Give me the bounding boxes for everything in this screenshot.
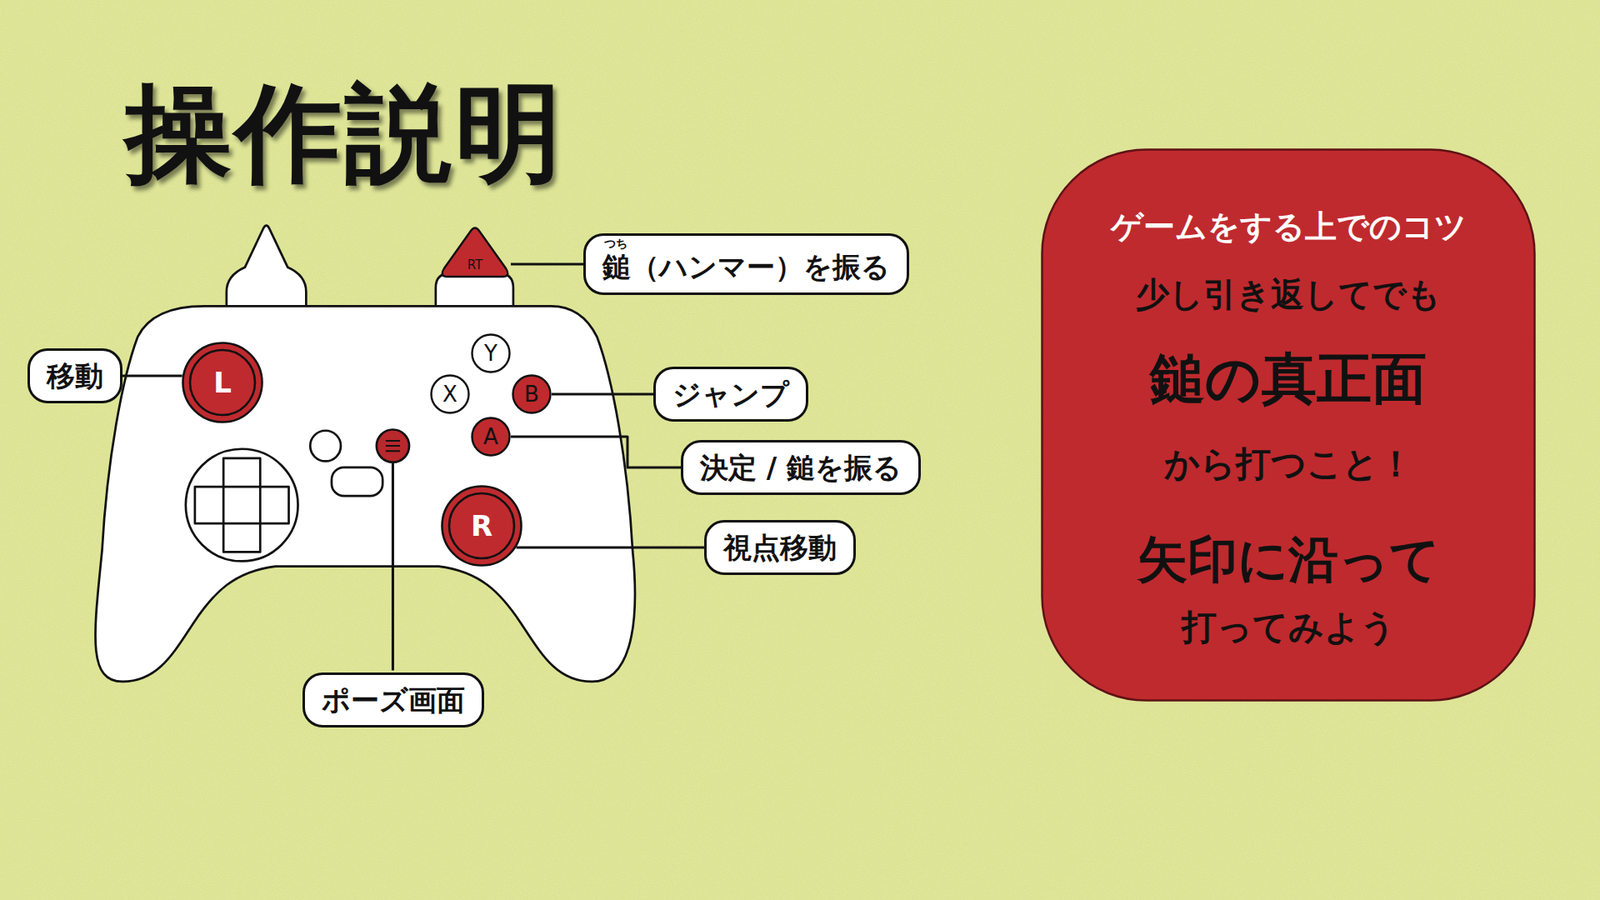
callout-text: 移動	[46, 357, 104, 395]
trigger-label: RT	[467, 259, 484, 272]
callout-box: つち鎚（ハンマー）を振る	[583, 233, 910, 295]
callout-text: ジャンプ	[672, 375, 790, 413]
stick-cap	[449, 493, 515, 559]
stick-cap	[190, 350, 255, 415]
dpad-ring	[185, 449, 299, 562]
menu-icon	[385, 440, 400, 451]
face-button: X	[430, 374, 470, 415]
share-button	[331, 467, 383, 496]
tip-line: 矢印に沿って	[1040, 529, 1536, 590]
button-circle	[472, 418, 510, 456]
button-circle	[513, 375, 551, 414]
dpad-lines	[223, 486, 260, 524]
tips-panel: ゲームをする上でのコツ少し引き返してでも鎚の真正面から打つこと！ 矢印に沿って打っ…	[1040, 148, 1536, 702]
title-holder: 操作説明	[125, 71, 565, 195]
callout-box: 移動	[27, 348, 123, 404]
right-stick: R	[440, 485, 523, 567]
right-bumper	[435, 273, 514, 306]
leader-line	[516, 546, 705, 550]
face-button: B	[511, 374, 552, 415]
face-button: Y	[470, 333, 511, 374]
left-bumper	[226, 225, 307, 307]
page-title: 操作説明	[125, 71, 565, 195]
callout-box: 決定 / 鎚を振る	[680, 440, 921, 495]
trigger-shape	[442, 228, 509, 278]
callout-box: ポーズ画面	[302, 672, 485, 728]
left-stick: L	[181, 341, 264, 424]
tip-line: 少し引き返してでも	[1040, 274, 1536, 315]
callout-box: ジャンプ	[653, 366, 809, 422]
face-button: A	[470, 416, 511, 457]
tip-line: 打ってみよう	[1040, 606, 1536, 649]
callout-text: 視点移動	[723, 529, 837, 566]
ruby-reading: つち	[604, 237, 628, 250]
leader-line	[510, 436, 681, 468]
dpad	[195, 458, 290, 553]
stick-ring	[442, 486, 522, 566]
controller-body	[95, 305, 635, 682]
button-letter: R	[470, 511, 493, 540]
button-letter: A	[483, 425, 499, 448]
tip-line: 鎚の真正面	[1040, 345, 1536, 412]
button-letter: X	[442, 383, 458, 405]
callout-text: 鎚（ハンマー）を振る	[602, 248, 890, 285]
pause-leader-line	[391, 463, 395, 671]
menu-button	[376, 430, 410, 463]
tip-line: ゲームをする上でのコツ	[1040, 207, 1536, 246]
button-letter: L	[213, 368, 232, 397]
button-letter: Y	[484, 342, 498, 365]
callout-text: 決定 / 鎚を振る	[700, 449, 902, 486]
button-circle	[431, 375, 470, 414]
button-letter: B	[524, 383, 540, 405]
callout-box: 視点移動	[704, 520, 856, 575]
callout-text: ポーズ画面	[321, 681, 465, 719]
tip-line: から打つこと！	[1040, 443, 1536, 485]
stick-ring	[183, 343, 263, 423]
button-circle	[472, 335, 510, 373]
rt-trigger: RT	[439, 226, 511, 277]
leader-line	[510, 263, 584, 266]
leader-line	[122, 375, 183, 378]
leader-line	[551, 393, 654, 396]
view-button	[310, 430, 341, 462]
